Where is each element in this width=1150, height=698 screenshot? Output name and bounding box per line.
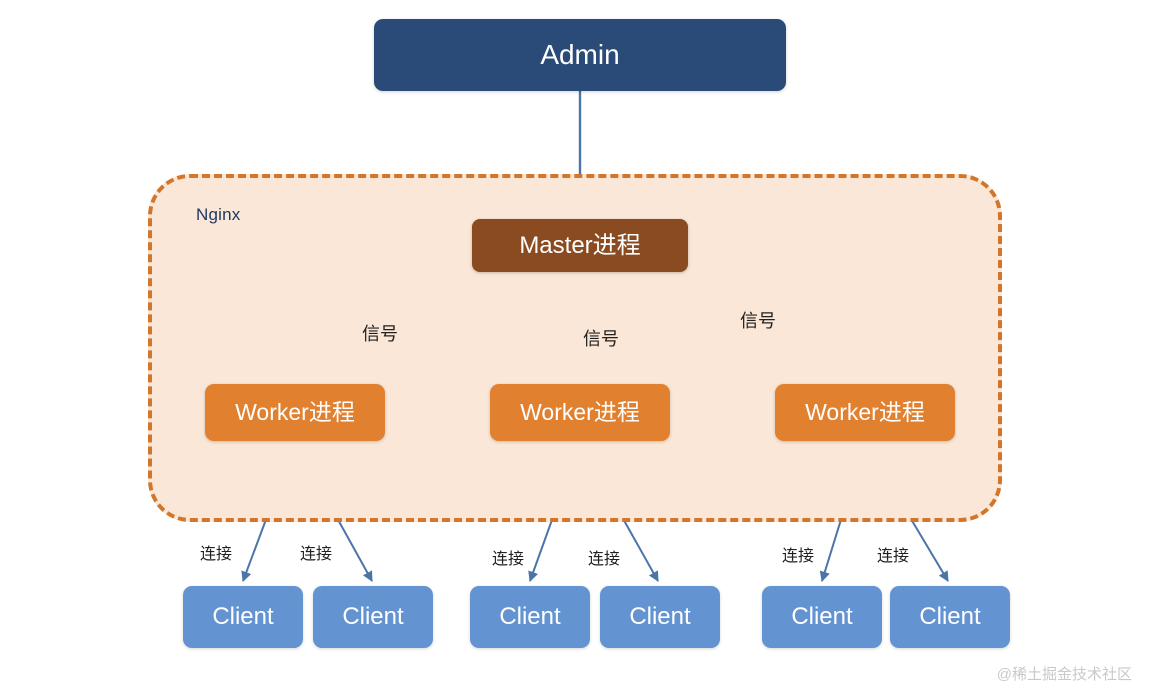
node-client-4[interactable]: Client [600,586,720,648]
edge-label-signal-1: 信号 [362,324,398,344]
node-client-6[interactable]: Client [890,586,1010,648]
node-admin[interactable]: Admin [374,19,786,91]
node-client-label: Client [791,603,853,630]
edge-label-connection-4: 连接 [588,551,621,568]
node-worker-process-2[interactable]: Worker进程 [490,384,670,441]
nginx-group-label: Nginx [196,205,241,224]
edge-label-connection-5: 连接 [782,548,815,565]
edge-label-signal-3: 信号 [740,311,776,331]
edge-label-connection-1: 连接 [200,546,233,563]
node-master-label: Master进程 [519,231,641,259]
node-client-label: Client [342,603,404,630]
watermark: @稀土掘金技术社区 [996,666,1132,683]
node-worker-label: Worker进程 [805,399,925,425]
edge-label-connection-6: 连接 [877,548,910,565]
node-worker-label: Worker进程 [520,399,640,425]
edge-label-connection-2: 连接 [300,546,333,563]
node-worker-label: Worker进程 [235,399,355,425]
node-client-2[interactable]: Client [313,586,433,648]
node-client-label: Client [629,603,691,630]
node-master-process[interactable]: Master进程 [472,219,688,272]
node-client-label: Client [212,603,274,630]
node-client-1[interactable]: Client [183,586,303,648]
node-worker-process-1[interactable]: Worker进程 [205,384,385,441]
edge-label-signal-2: 信号 [583,329,619,349]
node-client-label: Client [919,603,981,630]
node-admin-label: Admin [540,39,620,70]
node-client-label: Client [499,603,561,630]
node-client-5[interactable]: Client [762,586,882,648]
node-worker-process-3[interactable]: Worker进程 [775,384,955,441]
node-client-3[interactable]: Client [470,586,590,648]
edge-label-connection-3: 连接 [492,551,525,568]
